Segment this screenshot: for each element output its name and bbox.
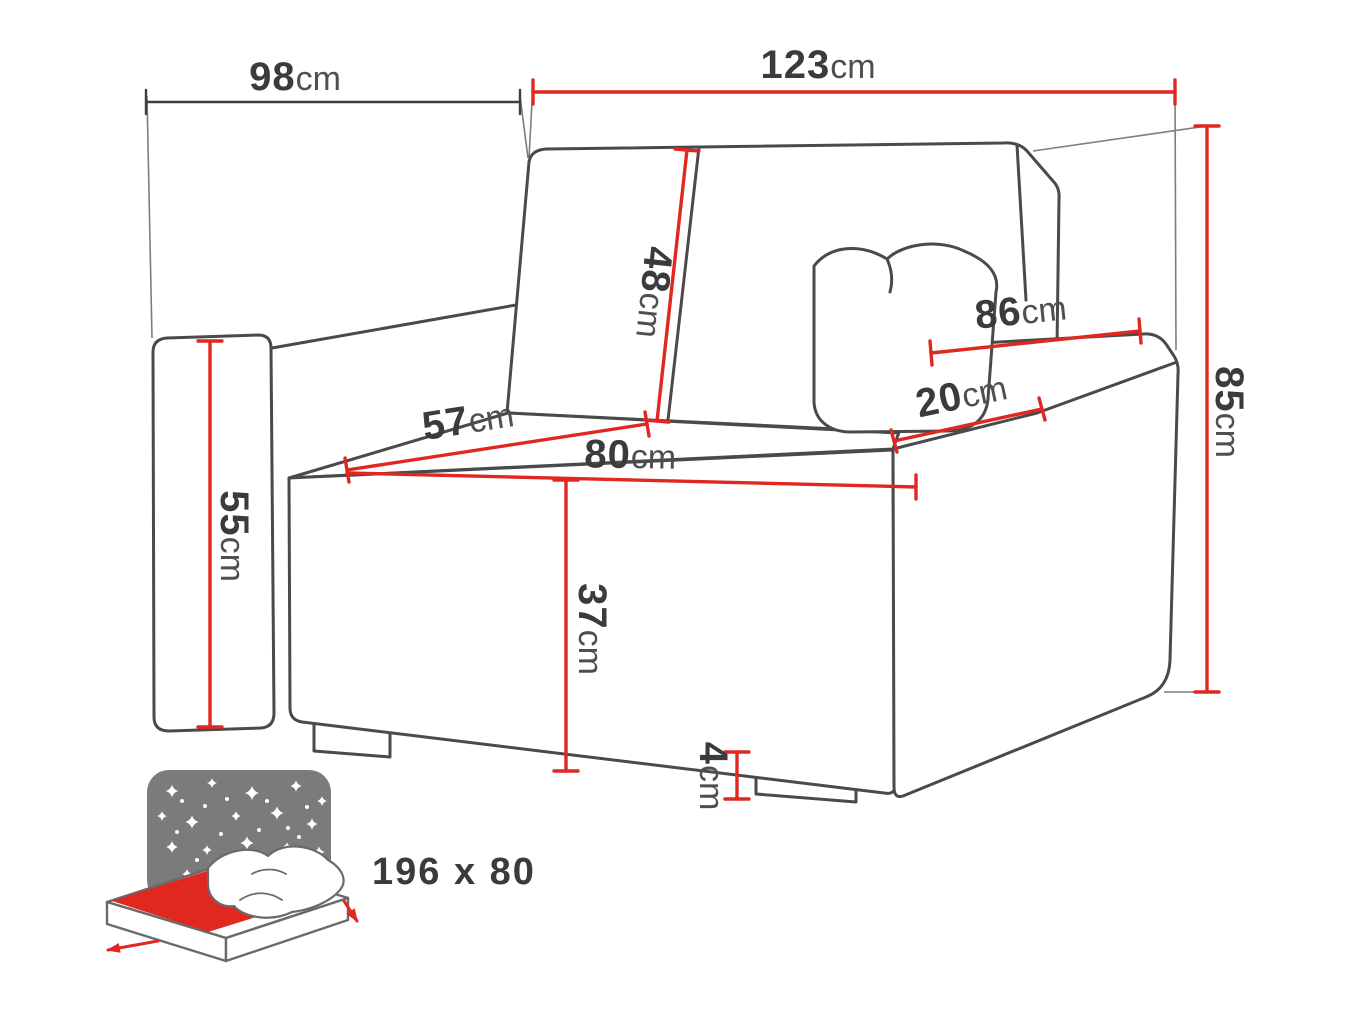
dim-57-label: 57cm: [419, 391, 517, 449]
dim-4-label: 4cm: [691, 742, 735, 811]
dim-123-label: 123cm: [760, 43, 875, 87]
dimension-backrest-height: 48cm: [627, 147, 701, 424]
right-armrest-top-edge: [891, 360, 1179, 451]
dimension-overall-depth: 98cm: [144, 55, 522, 116]
backrest-side-seam: [1015, 143, 1028, 302]
dimension-leg-height: 4cm: [691, 742, 751, 811]
pillow-outline: [812, 242, 999, 434]
dim-37-label: 37cm: [570, 583, 614, 675]
left-armrest-outline: [151, 333, 276, 733]
dimension-overall-width: 123cm: [531, 43, 1177, 106]
dimension-armrest-width: 20cm: [889, 364, 1047, 454]
dim-85-label: 85cm: [1207, 366, 1251, 458]
dimension-armrest-length: 86cm: [928, 284, 1143, 367]
dimension-seat-height: 37cm: [552, 478, 614, 773]
dimension-overall-height: 85cm: [1193, 124, 1251, 694]
left-armrest-top-edge: [270, 303, 518, 350]
dim-98-label: 98cm: [249, 55, 341, 99]
dim-55-label: 55cm: [212, 490, 256, 582]
blanket-fold-1: [239, 892, 283, 901]
dim-86-label: 86cm: [973, 284, 1069, 337]
dim-80-label: 80cm: [584, 432, 677, 478]
backrest-cushion-seam: [666, 145, 701, 422]
armchair-drawing: [151, 141, 1180, 804]
dimension-armrest-height: 55cm: [196, 339, 256, 729]
blanket-fold-2: [251, 868, 287, 875]
dimension-seat-depth: 57cm: [343, 391, 651, 484]
dimension-seat-width: 80cm: [345, 432, 918, 501]
sleeping-area-label: 196 x 80: [372, 851, 536, 893]
dim-48-label: 48cm: [627, 244, 680, 340]
pillow-fold-line: [885, 257, 894, 294]
unfold-arrow-right: [342, 899, 359, 923]
dim-20-label: 20cm: [912, 364, 1011, 426]
fold-out-bed-icon: [105, 770, 359, 963]
unfold-arrow-left: [106, 939, 160, 953]
